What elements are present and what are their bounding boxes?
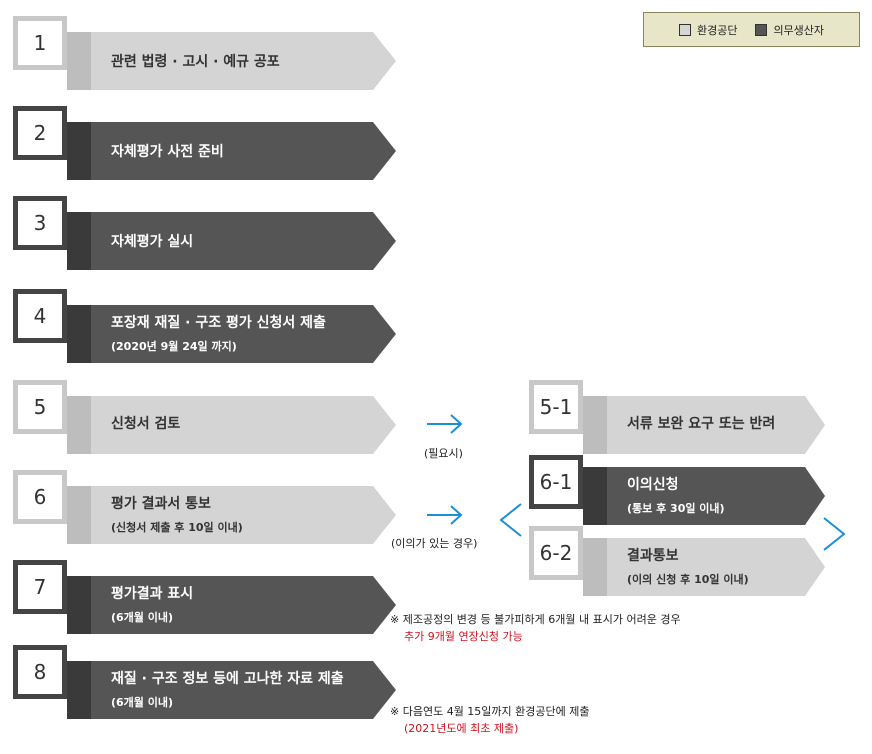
- light-swatch-icon: [678, 23, 691, 36]
- step-5-1-title: 서류 보완 요구 또는 반려: [627, 416, 776, 432]
- step-6-sub: (신청서 제출 후 10일 이내): [111, 520, 243, 534]
- step-4-number: 4: [13, 289, 67, 343]
- step-5-number: 5: [13, 380, 67, 434]
- step-6-2: 6-2 결과통보 (이의 신청 후 10일 이내): [529, 526, 829, 606]
- step-8-sub: (6개월 이내): [111, 695, 174, 709]
- step-2: 2 자체평가 사전 준비: [13, 106, 398, 186]
- chevron-up-left-icon: [499, 503, 522, 537]
- step-3: 3 자체평가 실시: [13, 196, 398, 276]
- step-7: 7 평가결과 표시 (6개월 이내): [13, 560, 398, 640]
- step-5-1-number: 5-1: [529, 380, 583, 434]
- step-6-text: 평가 결과서 통보 (신청서 제출 후 10일 이내): [111, 496, 243, 534]
- step-8: 8 재질 · 구조 정보 등에 고나한 자료 제출 (6개월 이내): [13, 645, 398, 725]
- step-6-2-number: 6-2: [529, 526, 583, 580]
- step-7-title: 평가결과 표시: [111, 586, 194, 602]
- step-5: 5 신청서 검토: [13, 380, 398, 460]
- step-6-1-band: [583, 467, 825, 525]
- step-5-band: [67, 396, 396, 454]
- step-4-text: 포장재 재질 · 구조 평가 신청서 제출 (2020년 9월 24일 까지): [111, 315, 326, 353]
- step-6-2-sub: (이의 신청 후 10일 이내): [627, 572, 749, 586]
- step-2-title: 자체평가 사전 준비: [111, 144, 224, 160]
- step-4-band: [67, 305, 396, 363]
- step-6-title: 평가 결과서 통보: [111, 496, 211, 512]
- step-6-1: 6-1 이의신청 (통보 후 30일 이내): [529, 455, 829, 535]
- step-2-number: 2: [13, 106, 67, 160]
- note-step-8-red: (2021년도에 최초 제출): [404, 721, 519, 735]
- step-1-number: 1: [13, 16, 67, 70]
- step-6-1-text: 이의신청 (통보 후 30일 이내): [627, 477, 725, 515]
- step-6-1-sub: (통보 후 30일 이내): [627, 501, 725, 515]
- step-8-title: 재질 · 구조 정보 등에 고나한 자료 제출: [111, 671, 344, 687]
- step-1: 1 관련 법령 · 고시 · 예규 공포: [13, 16, 398, 96]
- condition-if-needed: (필요시): [424, 447, 463, 460]
- step-6-2-text: 결과통보 (이의 신청 후 10일 이내): [627, 548, 749, 586]
- step-7-band: [67, 576, 396, 634]
- legend-item-producer: 의무생산자: [755, 22, 824, 38]
- step-7-text: 평가결과 표시 (6개월 이내): [111, 586, 193, 624]
- step-6-band: [67, 486, 396, 544]
- step-4-sub: (2020년 9월 24일 까지): [111, 339, 237, 353]
- note-step-8-main: ※ 다음연도 4월 15일까지 환경공단에 제출: [390, 705, 590, 718]
- step-5-1: 5-1 서류 보완 요구 또는 반려: [529, 380, 829, 460]
- step-1-title: 관련 법령 · 고시 · 예규 공포: [111, 54, 280, 70]
- step-6-1-number: 6-1: [529, 455, 583, 509]
- step-7-number: 7: [13, 560, 67, 614]
- note-step-7-red: 추가 9개월 연장신청 가능: [404, 629, 523, 643]
- note-step-8: ※ 다음연도 4월 15일까지 환경공단에 제출 (2021년도에 최초 제출): [390, 704, 590, 737]
- step-3-title: 자체평가 실시: [111, 234, 194, 250]
- step-8-number: 8: [13, 645, 67, 699]
- right-arrow-icon: [427, 414, 463, 434]
- step-2-band: [67, 122, 396, 180]
- chevron-down-right-icon: [823, 517, 846, 551]
- step-3-band: [67, 212, 396, 270]
- step-4: 4 포장재 재질 · 구조 평가 신청서 제출 (2020년 9월 24일 까지…: [13, 289, 398, 369]
- step-3-number: 3: [13, 196, 67, 250]
- legend-label-agency: 환경공단: [696, 23, 738, 37]
- step-5-1-band: [583, 396, 825, 454]
- legend-item-agency: 환경공단: [678, 22, 738, 38]
- step-6: 6 평가 결과서 통보 (신청서 제출 후 10일 이내): [13, 470, 398, 550]
- condition-if-objection: (이의가 있는 경우): [391, 537, 478, 550]
- step-4-title: 포장재 재질 · 구조 평가 신청서 제출: [111, 315, 326, 331]
- note-step-7: ※ 제조공정의 변경 등 불가피하게 6개월 내 표시가 어려운 경우 추가 9…: [390, 612, 681, 645]
- step-1-band: [67, 32, 396, 90]
- step-6-number: 6: [13, 470, 67, 524]
- step-6-2-title: 결과통보: [627, 548, 679, 564]
- step-8-text: 재질 · 구조 정보 등에 고나한 자료 제출 (6개월 이내): [111, 671, 344, 709]
- legend: 환경공단 의무생산자: [643, 12, 860, 47]
- step-7-sub: (6개월 이내): [111, 610, 174, 624]
- legend-label-producer: 의무생산자: [773, 23, 825, 37]
- right-arrow-icon-2: [427, 505, 463, 525]
- note-step-7-main: ※ 제조공정의 변경 등 불가피하게 6개월 내 표시가 어려운 경우: [390, 613, 681, 626]
- step-8-band: [67, 661, 396, 719]
- dark-swatch-icon: [755, 23, 768, 36]
- step-5-title: 신청서 검토: [111, 416, 181, 432]
- step-6-1-title: 이의신청: [627, 477, 679, 493]
- step-6-2-band: [583, 538, 825, 596]
